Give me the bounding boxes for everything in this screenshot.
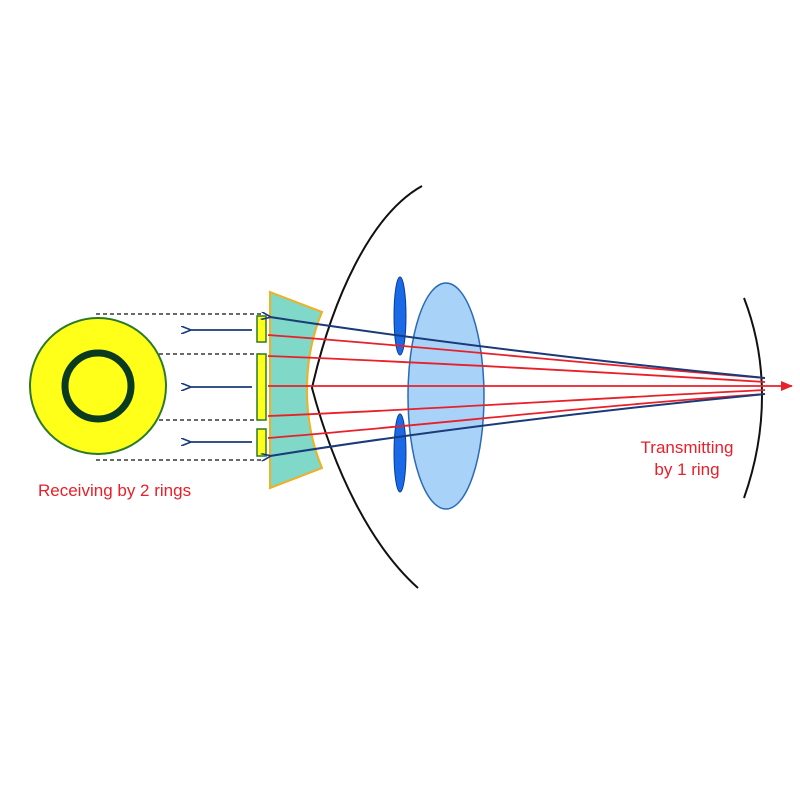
- detector-bottom: [256, 428, 267, 457]
- transmit-rays: [267, 334, 793, 439]
- retina-curve: [743, 297, 763, 499]
- detector-top: [256, 315, 267, 343]
- iris-upper: [393, 276, 407, 356]
- receive-arrows: [190, 330, 252, 442]
- ring-outer: [29, 317, 167, 455]
- transmitting-label-line1: Transmitting: [640, 438, 734, 457]
- ring-dark: [61, 349, 135, 423]
- transmitting-label-line2: by 1 ring: [654, 460, 720, 479]
- receiving-label: Receiving by 2 rings: [38, 481, 192, 500]
- eye-outline: [310, 185, 423, 589]
- transmitting-label: Transmitting by 1 ring: [622, 437, 752, 481]
- receive-rays: [270, 317, 766, 456]
- detector-middle: [256, 353, 267, 421]
- iris-lower: [393, 413, 407, 493]
- crystalline-lens: [407, 282, 485, 510]
